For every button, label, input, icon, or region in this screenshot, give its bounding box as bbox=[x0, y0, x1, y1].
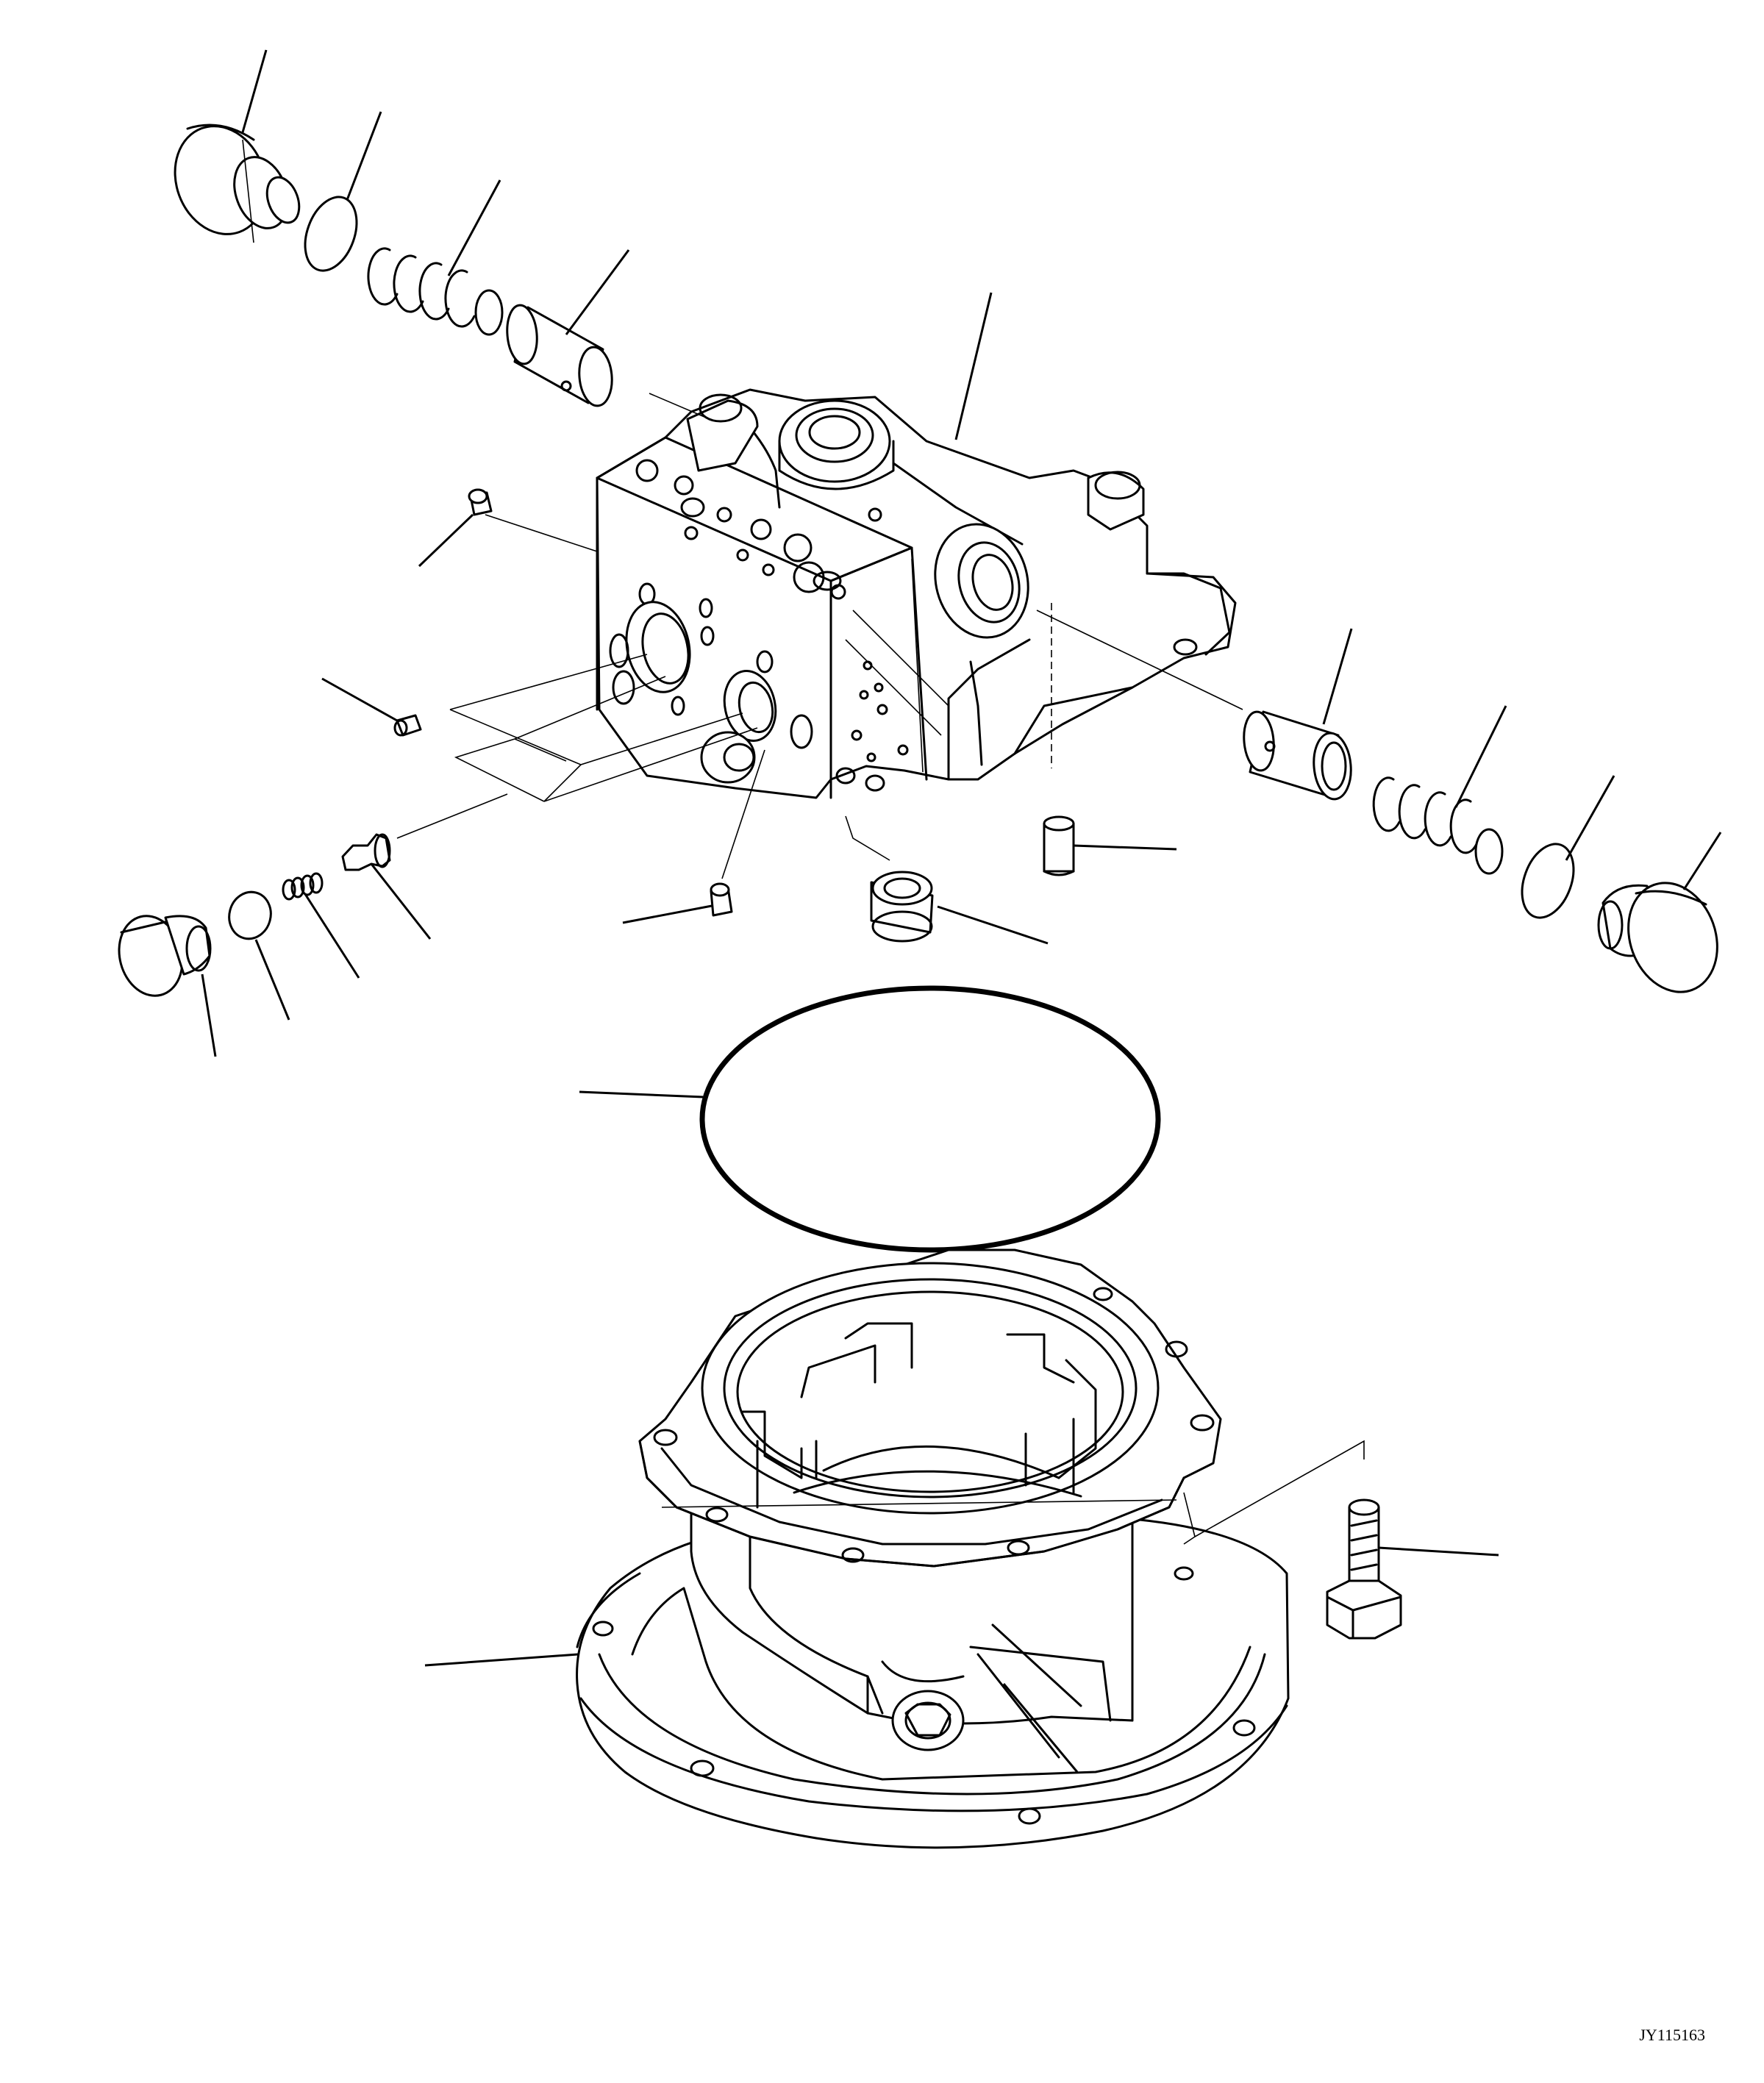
motor-case bbox=[576, 1248, 1290, 1849]
leader-o-ring-right bbox=[1565, 775, 1615, 861]
leader-spring-top-left bbox=[447, 179, 501, 276]
leader-plug-lower-left bbox=[201, 973, 217, 1057]
spring-top-left bbox=[367, 247, 504, 336]
plug-top-left bbox=[174, 124, 301, 243]
bushing-center bbox=[870, 871, 934, 943]
leader-orifice-plug-left bbox=[321, 677, 398, 722]
leader-valve-sleeve-top-left bbox=[565, 249, 630, 335]
dowel-pin bbox=[1043, 815, 1075, 876]
check-valve-poppet bbox=[341, 833, 391, 871]
leader-small-plug-center bbox=[622, 904, 713, 924]
o-ring-small-left bbox=[228, 890, 272, 940]
spring-right bbox=[1372, 776, 1504, 875]
small-plug-upper-left bbox=[468, 488, 493, 516]
leader-plug-right bbox=[1682, 832, 1722, 890]
figure-id-label: JY115163 bbox=[1639, 2026, 1705, 2044]
small-plug-center bbox=[710, 882, 733, 917]
large-o-ring bbox=[699, 985, 1161, 1253]
leader-o-ring-small-left bbox=[254, 939, 290, 1021]
leader-valve-sleeve-right bbox=[1322, 628, 1353, 725]
leader-small-plug-upper-left bbox=[418, 513, 474, 568]
leader-dowel-pin bbox=[1073, 844, 1177, 851]
leader-valve-housing bbox=[954, 292, 993, 440]
plug-right bbox=[1597, 882, 1718, 993]
leader-plug-top-left bbox=[241, 49, 268, 133]
leader-spring-small-left bbox=[304, 893, 360, 979]
leader-large-o-ring bbox=[579, 1090, 704, 1098]
valve-sleeve-top-left bbox=[506, 304, 613, 407]
plug-lower-left bbox=[118, 915, 212, 997]
valve-sleeve-right bbox=[1243, 710, 1352, 801]
leader-motor-case bbox=[424, 1653, 579, 1667]
orifice-plug-left bbox=[393, 714, 422, 737]
valve-housing bbox=[596, 388, 1237, 799]
leader-motor-case-port bbox=[1002, 1683, 1079, 1773]
assembly-guide-lines bbox=[396, 393, 1243, 879]
leader-bushing-center bbox=[937, 905, 1049, 945]
bolt bbox=[1326, 1498, 1402, 1640]
leader-o-ring-top-left bbox=[346, 111, 382, 201]
spring-small-left bbox=[282, 872, 324, 901]
o-ring-top-left bbox=[304, 196, 358, 272]
leader-check-valve-poppet bbox=[370, 863, 432, 940]
leader-spring-right bbox=[1454, 705, 1507, 808]
o-ring-right bbox=[1521, 843, 1575, 919]
leader-bolt bbox=[1378, 1546, 1499, 1557]
